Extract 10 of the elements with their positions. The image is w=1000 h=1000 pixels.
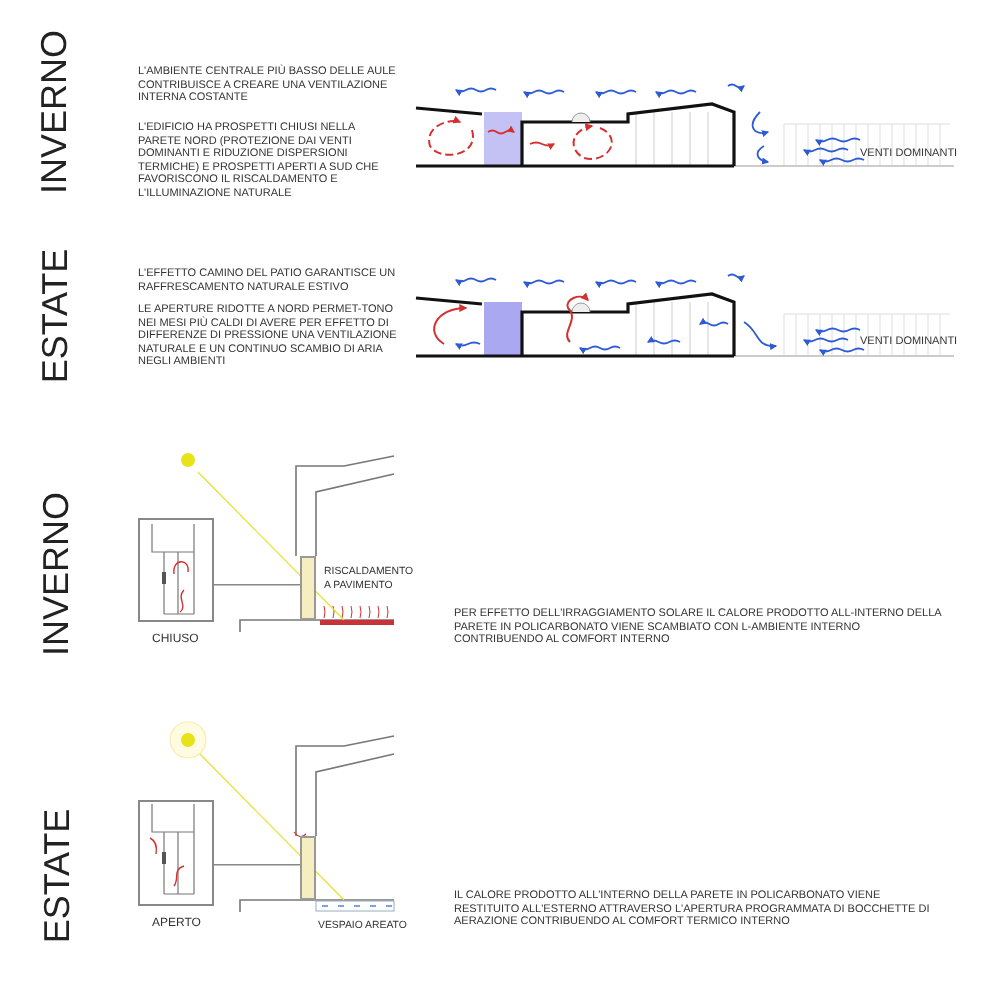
detail-inset-box (138, 518, 214, 622)
season-title: ESTATE (38, 808, 75, 944)
leader-line (213, 864, 301, 866)
leader-line (213, 584, 301, 586)
season-title: INVERNO (36, 30, 72, 194)
polycarbonate-wall-panel (300, 836, 316, 900)
polycarbonate-wall-panel (300, 556, 316, 620)
season-title: ESTATE (36, 248, 73, 384)
season-title: INVERNO (38, 492, 74, 656)
detail-inset-box (138, 800, 214, 906)
